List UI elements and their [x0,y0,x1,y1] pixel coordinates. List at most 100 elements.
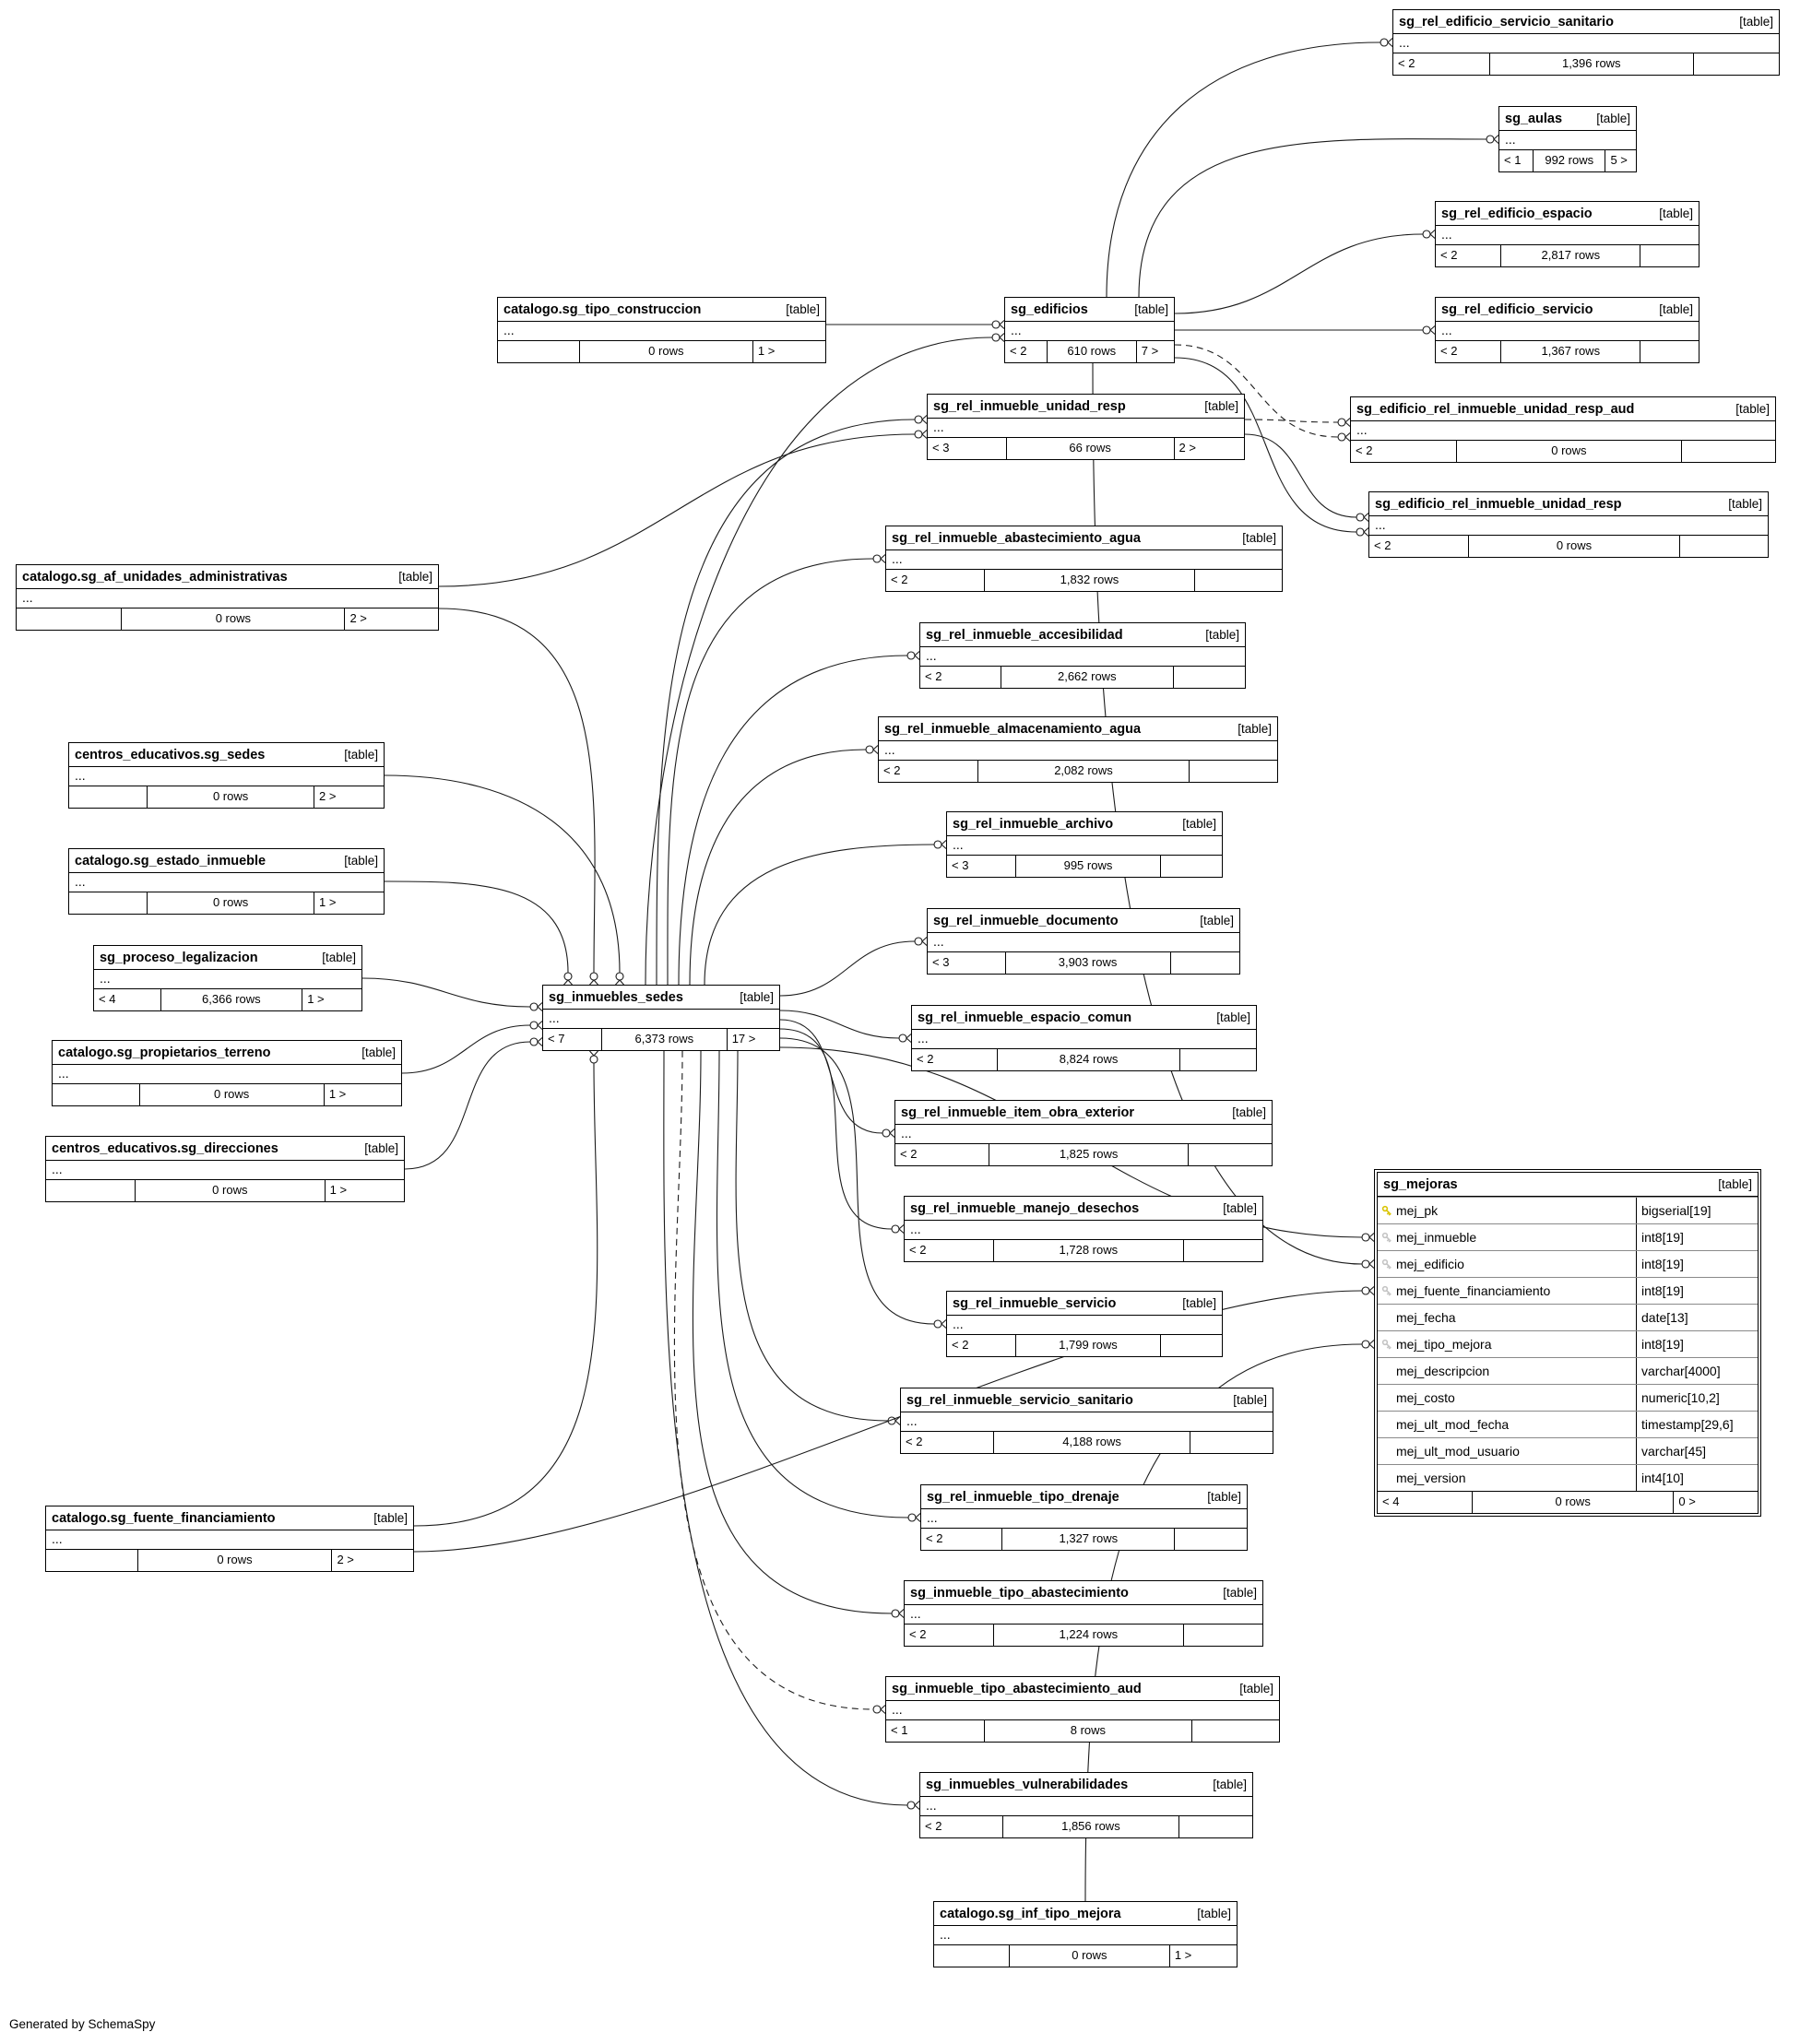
table-sg_inmueble_tipo_abastecimiento[interactable]: sg_inmueble_tipo_abastecimiento[table]..… [904,1580,1263,1647]
crows-foot-marker [537,1037,543,1046]
zero-or-one-circle-marker [914,430,923,439]
table-tag: [table] [364,1141,398,1155]
table-tag: [table] [344,748,378,762]
table-centros_educativos-sg_sedes[interactable]: centros_educativos.sg_sedes[table]...0 r… [68,742,385,809]
column-name: mej_fecha [1396,1310,1456,1325]
table-sg_edificio_rel_inmueble_unidad_resp_aud[interactable]: sg_edificio_rel_inmueble_unidad_resp_aud… [1350,396,1776,463]
table-sg_rel_inmueble_item_obra_exterior[interactable]: sg_rel_inmueble_item_obra_exterior[table… [894,1100,1273,1166]
column-type: varchar[45] [1636,1438,1758,1464]
column-type: int4[10] [1636,1465,1758,1491]
table-tag: [table] [1232,1105,1266,1119]
table-name: sg_rel_inmueble_documento [933,913,1119,928]
parent-count-cell: < 3 [928,438,1007,459]
edge-sg_inmuebles_sedes-to-sg_rel_inmueble_accesibilidad [678,651,920,986]
zero-or-one-circle-marker [1486,135,1495,144]
parent-count-cell: < 2 [921,1529,1003,1550]
table-sg_rel_edificio_servicio_sanitario[interactable]: sg_rel_edificio_servicio_sanitario[table… [1392,9,1780,76]
table-tag: [table] [1239,1682,1273,1695]
table-catalogo-sg_fuente_financiamiento[interactable]: catalogo.sg_fuente_financiamiento[table]… [45,1506,414,1572]
table-catalogo-sg_tipo_construccion[interactable]: catalogo.sg_tipo_construccion[table]...0… [497,297,826,363]
table-sg_rel_inmueble_espacio_comun[interactable]: sg_rel_inmueble_espacio_comun[table]...<… [911,1005,1257,1071]
zero-or-one-circle-marker [991,333,1001,342]
parent-count-cell: < 2 [1005,341,1048,362]
table-header: catalogo.sg_estado_inmueble[table] [69,849,384,873]
table-catalogo-sg_af_unidades_administrativas[interactable]: catalogo.sg_af_unidades_administrativas[… [16,564,439,631]
table-sg_rel_inmueble_tipo_drenaje[interactable]: sg_rel_inmueble_tipo_drenaje[table]...< … [920,1484,1248,1551]
column-type: int8[19] [1636,1251,1758,1277]
child-count-cell [1161,1335,1222,1356]
table-centros_educativos-sg_direcciones[interactable]: centros_educativos.sg_direcciones[table]… [45,1136,405,1202]
table-sg_rel_inmueble_manejo_desechos[interactable]: sg_rel_inmueble_manejo_desechos[table]..… [904,1196,1263,1262]
table-name: sg_rel_inmueble_servicio_sanitario [906,1392,1133,1408]
row-count-cell: 1,728 rows [994,1240,1184,1261]
parent-count-cell: < 2 [1351,441,1457,462]
row-count-cell: 1,825 rows [989,1144,1190,1165]
row-count-cell: 1,856 rows [1003,1816,1179,1837]
parent-count-cell: < 3 [928,952,1006,974]
zero-or-one-circle-marker [882,1128,891,1138]
child-count-cell: 2 > [318,789,337,803]
relationship-line [779,1028,893,1230]
relationship-line [401,1024,531,1074]
edge-sg_inmuebles_sedes-to-sg_rel_inmueble_abastecimiento_agua [667,554,886,986]
table-catalogo-sg_inf_tipo_mejora[interactable]: catalogo.sg_inf_tipo_mejora[table]...0 r… [933,1901,1238,1967]
table-sg_inmuebles_vulnerabilidades[interactable]: sg_inmuebles_vulnerabilidades[table]...<… [919,1772,1253,1838]
relationship-line [1244,419,1339,423]
table-name: sg_inmueble_tipo_abastecimiento [910,1585,1129,1601]
table-catalogo-sg_propietarios_terreno[interactable]: catalogo.sg_propietarios_terreno[table].… [52,1040,402,1106]
table-tag: [table] [1134,302,1168,316]
zero-or-one-circle-marker [872,1705,882,1714]
column-row[interactable]: mej_ult_mod_usuario varchar[45] [1378,1437,1758,1464]
hidden-columns-ellipsis: ... [498,322,825,341]
child-count-cell: 17 > [731,1032,756,1046]
table-sg_rel_inmueble_almacenamiento_agua[interactable]: sg_rel_inmueble_almacenamiento_agua[tabl… [878,716,1278,783]
table-sg_edificio_rel_inmueble_unidad_resp[interactable]: sg_edificio_rel_inmueble_unidad_resp[tab… [1368,491,1769,558]
parent-count-cell [17,608,123,630]
table-header: sg_edificio_rel_inmueble_unidad_resp[tab… [1369,492,1768,516]
table-sg_rel_inmueble_unidad_resp[interactable]: sg_rel_inmueble_unidad_resp[table]...< 3… [927,394,1245,460]
table-catalogo-sg_estado_inmueble[interactable]: catalogo.sg_estado_inmueble[table]...0 r… [68,848,385,915]
edge-sg_inmuebles_sedes-to-sg_rel_inmueble_almacenamiento_agua [689,745,879,986]
relationship-line [779,1010,900,1039]
zero-or-one-circle-marker [933,840,942,849]
table-sg_rel_inmueble_abastecimiento_agua[interactable]: sg_rel_inmueble_abastecimiento_agua[tabl… [885,526,1283,592]
relationship-line [1138,138,1487,298]
table-sg_rel_inmueble_servicio_sanitario[interactable]: sg_rel_inmueble_servicio_sanitario[table… [900,1388,1273,1454]
child-count-cell [1682,441,1775,462]
row-count-cell: 0 rows [148,786,314,808]
column-name: mej_ult_mod_usuario [1396,1444,1520,1459]
table-header: sg_inmueble_tipo_abastecimiento_aud[tabl… [886,1677,1279,1701]
column-type: bigserial[19] [1636,1198,1758,1223]
table-sg_inmueble_tipo_abastecimiento_aud[interactable]: sg_inmueble_tipo_abastecimiento_aud[tabl… [885,1676,1280,1743]
table-sg_rel_inmueble_accesibilidad[interactable]: sg_rel_inmueble_accesibilidad[table]...<… [919,622,1246,689]
relationship-line [735,1050,889,1422]
table-tag: [table] [322,951,356,964]
zero-or-one-circle-marker [1337,418,1346,427]
crows-foot-marker [872,745,879,754]
edge-catalogo.sg_fuente_financiamiento-to-sg_mejoras [413,1286,1375,1553]
zero-or-one-circle-marker [1356,527,1365,537]
